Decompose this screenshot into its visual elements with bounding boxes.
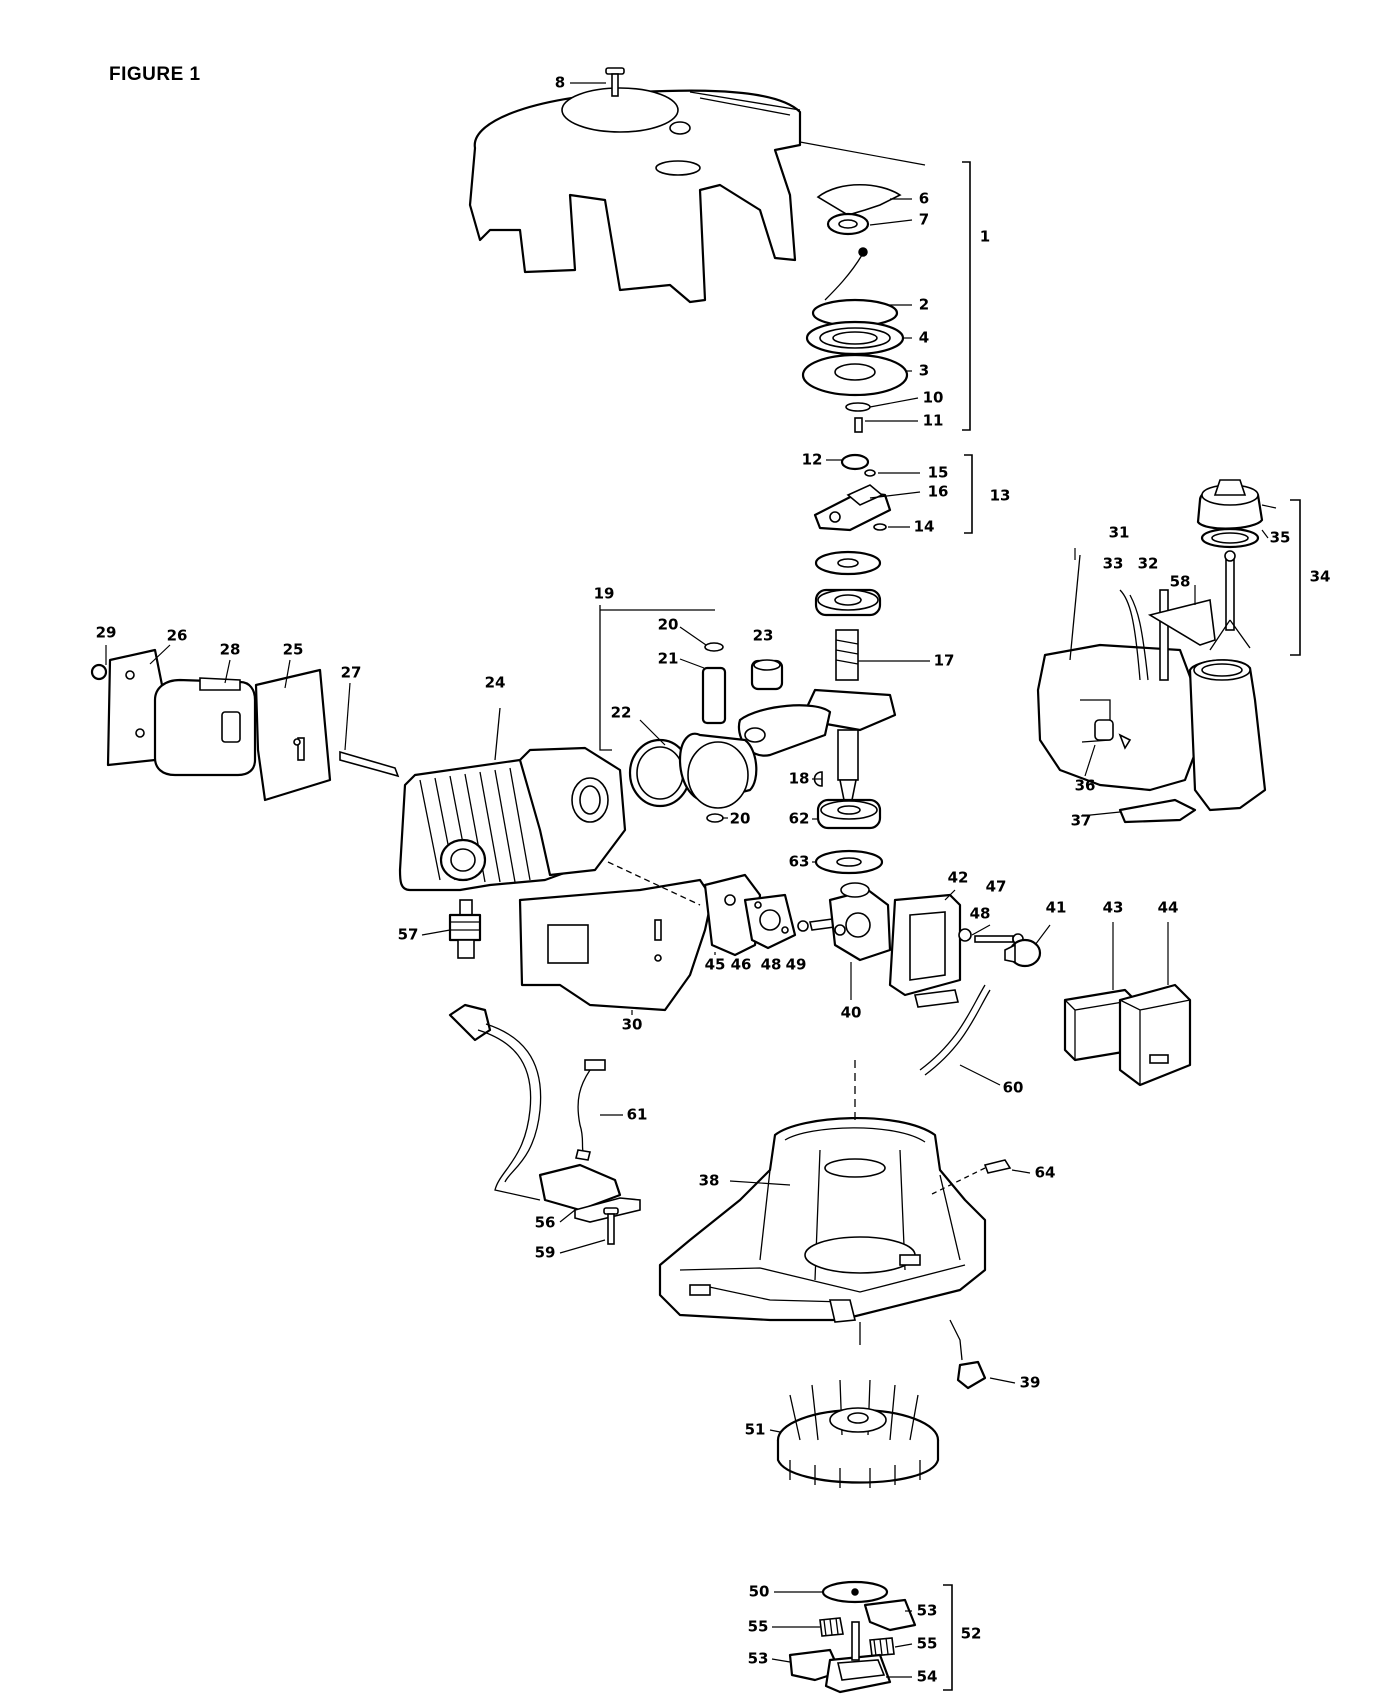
callout-50: 50	[749, 1583, 770, 1601]
callout-47: 47	[986, 878, 1007, 896]
callout-37: 37	[1071, 812, 1092, 830]
callout-11: 11	[923, 412, 944, 430]
cylinder	[398, 707, 627, 892]
fuel-cap-and-filter	[1196, 479, 1277, 651]
callout-24: 24	[485, 674, 506, 692]
screw-8	[570, 67, 625, 97]
callout-60: 60	[1003, 1079, 1024, 1097]
callout-59: 59	[535, 1244, 556, 1262]
callout-29: 29	[96, 624, 117, 642]
callout-30: 30	[622, 1016, 643, 1034]
callout-46: 46	[731, 956, 752, 974]
callout-53: 53	[748, 1650, 769, 1668]
callout-18: 18	[789, 770, 810, 788]
callout-21: 21	[658, 650, 679, 668]
callout-40: 40	[841, 1004, 862, 1022]
figure-title: FIGURE 1	[109, 64, 201, 85]
callout-38: 38	[699, 1172, 720, 1190]
callout-32: 32	[1138, 555, 1159, 573]
callout-48: 48	[761, 956, 782, 974]
bracket-34	[1290, 499, 1301, 656]
air-filter-cover	[1118, 922, 1192, 1087]
callout-10: 10	[923, 389, 944, 407]
callout-22: 22	[611, 704, 632, 722]
part-callouts: 1234678101112131415161718192020212223242…	[96, 74, 1331, 1686]
bracket-52	[943, 1584, 953, 1691]
callout-44: 44	[1158, 899, 1179, 917]
clutch-assembly	[771, 1580, 917, 1694]
spark-plug	[421, 899, 482, 959]
callout-58: 58	[1170, 573, 1191, 591]
callout-17: 17	[934, 652, 955, 670]
pawl-plate-assembly	[813, 453, 921, 532]
intake-gasket-insulator	[703, 873, 843, 957]
callout-54: 54	[917, 1668, 938, 1686]
callout-34: 34	[1310, 568, 1331, 586]
crankshaft-assembly	[737, 550, 930, 875]
callout-14: 14	[914, 518, 935, 536]
callout-27: 27	[341, 664, 362, 682]
crankcase-housing	[658, 1060, 1031, 1345]
callout-45: 45	[705, 956, 726, 974]
callout-1: 1	[980, 228, 990, 246]
callout-57: 57	[398, 926, 419, 944]
callout-2: 2	[919, 296, 929, 314]
rubber-mount	[949, 1319, 1016, 1390]
callout-15: 15	[928, 464, 949, 482]
callout-42: 42	[948, 869, 969, 887]
bracket-1	[962, 161, 971, 431]
callout-41: 41	[1046, 899, 1067, 917]
callout-56: 56	[535, 1214, 556, 1232]
callout-23: 23	[753, 627, 774, 645]
ignition-coil-and-wire	[448, 1003, 641, 1254]
callout-55: 55	[917, 1635, 938, 1653]
callout-53: 53	[917, 1602, 938, 1620]
callout-63: 63	[789, 853, 810, 871]
callout-39: 39	[1020, 1374, 1041, 1392]
callout-4: 4	[919, 329, 929, 347]
callout-26: 26	[167, 627, 188, 645]
callout-16: 16	[928, 483, 949, 501]
callout-3: 3	[919, 362, 929, 380]
callout-20: 20	[730, 810, 751, 828]
callout-33: 33	[1103, 555, 1124, 573]
callout-35: 35	[1270, 529, 1291, 547]
callout-7: 7	[919, 211, 929, 229]
callout-64: 64	[1035, 1164, 1056, 1182]
callout-49: 49	[786, 956, 807, 974]
engine-shroud-cover	[468, 87, 926, 304]
callout-25: 25	[283, 641, 304, 659]
recoil-starter-assembly	[801, 183, 919, 433]
carburetor	[828, 882, 892, 1000]
air-filter-base	[888, 889, 1024, 1008]
primer-bulb-and-fuel-line	[919, 924, 1051, 1086]
callout-20: 20	[658, 616, 679, 634]
callout-43: 43	[1103, 899, 1124, 917]
callout-8: 8	[555, 74, 565, 92]
callout-6: 6	[919, 190, 929, 208]
callout-31: 31	[1109, 524, 1130, 542]
callout-61: 61	[627, 1106, 648, 1124]
callout-12: 12	[802, 451, 823, 469]
callout-62: 62	[789, 810, 810, 828]
piston-group	[599, 605, 784, 823]
callout-48: 48	[970, 905, 991, 923]
heat-shield	[518, 861, 714, 1015]
callout-52: 52	[961, 1625, 982, 1643]
bracket-13	[964, 454, 973, 534]
fuel-tank-assembly	[1036, 548, 1267, 824]
callout-13: 13	[990, 487, 1011, 505]
callout-55: 55	[748, 1618, 769, 1636]
callout-36: 36	[1075, 777, 1096, 795]
callout-51: 51	[745, 1421, 766, 1439]
flywheel	[769, 1379, 940, 1488]
callout-28: 28	[220, 641, 241, 659]
muffler-set	[90, 644, 400, 802]
callout-19: 19	[594, 585, 615, 603]
